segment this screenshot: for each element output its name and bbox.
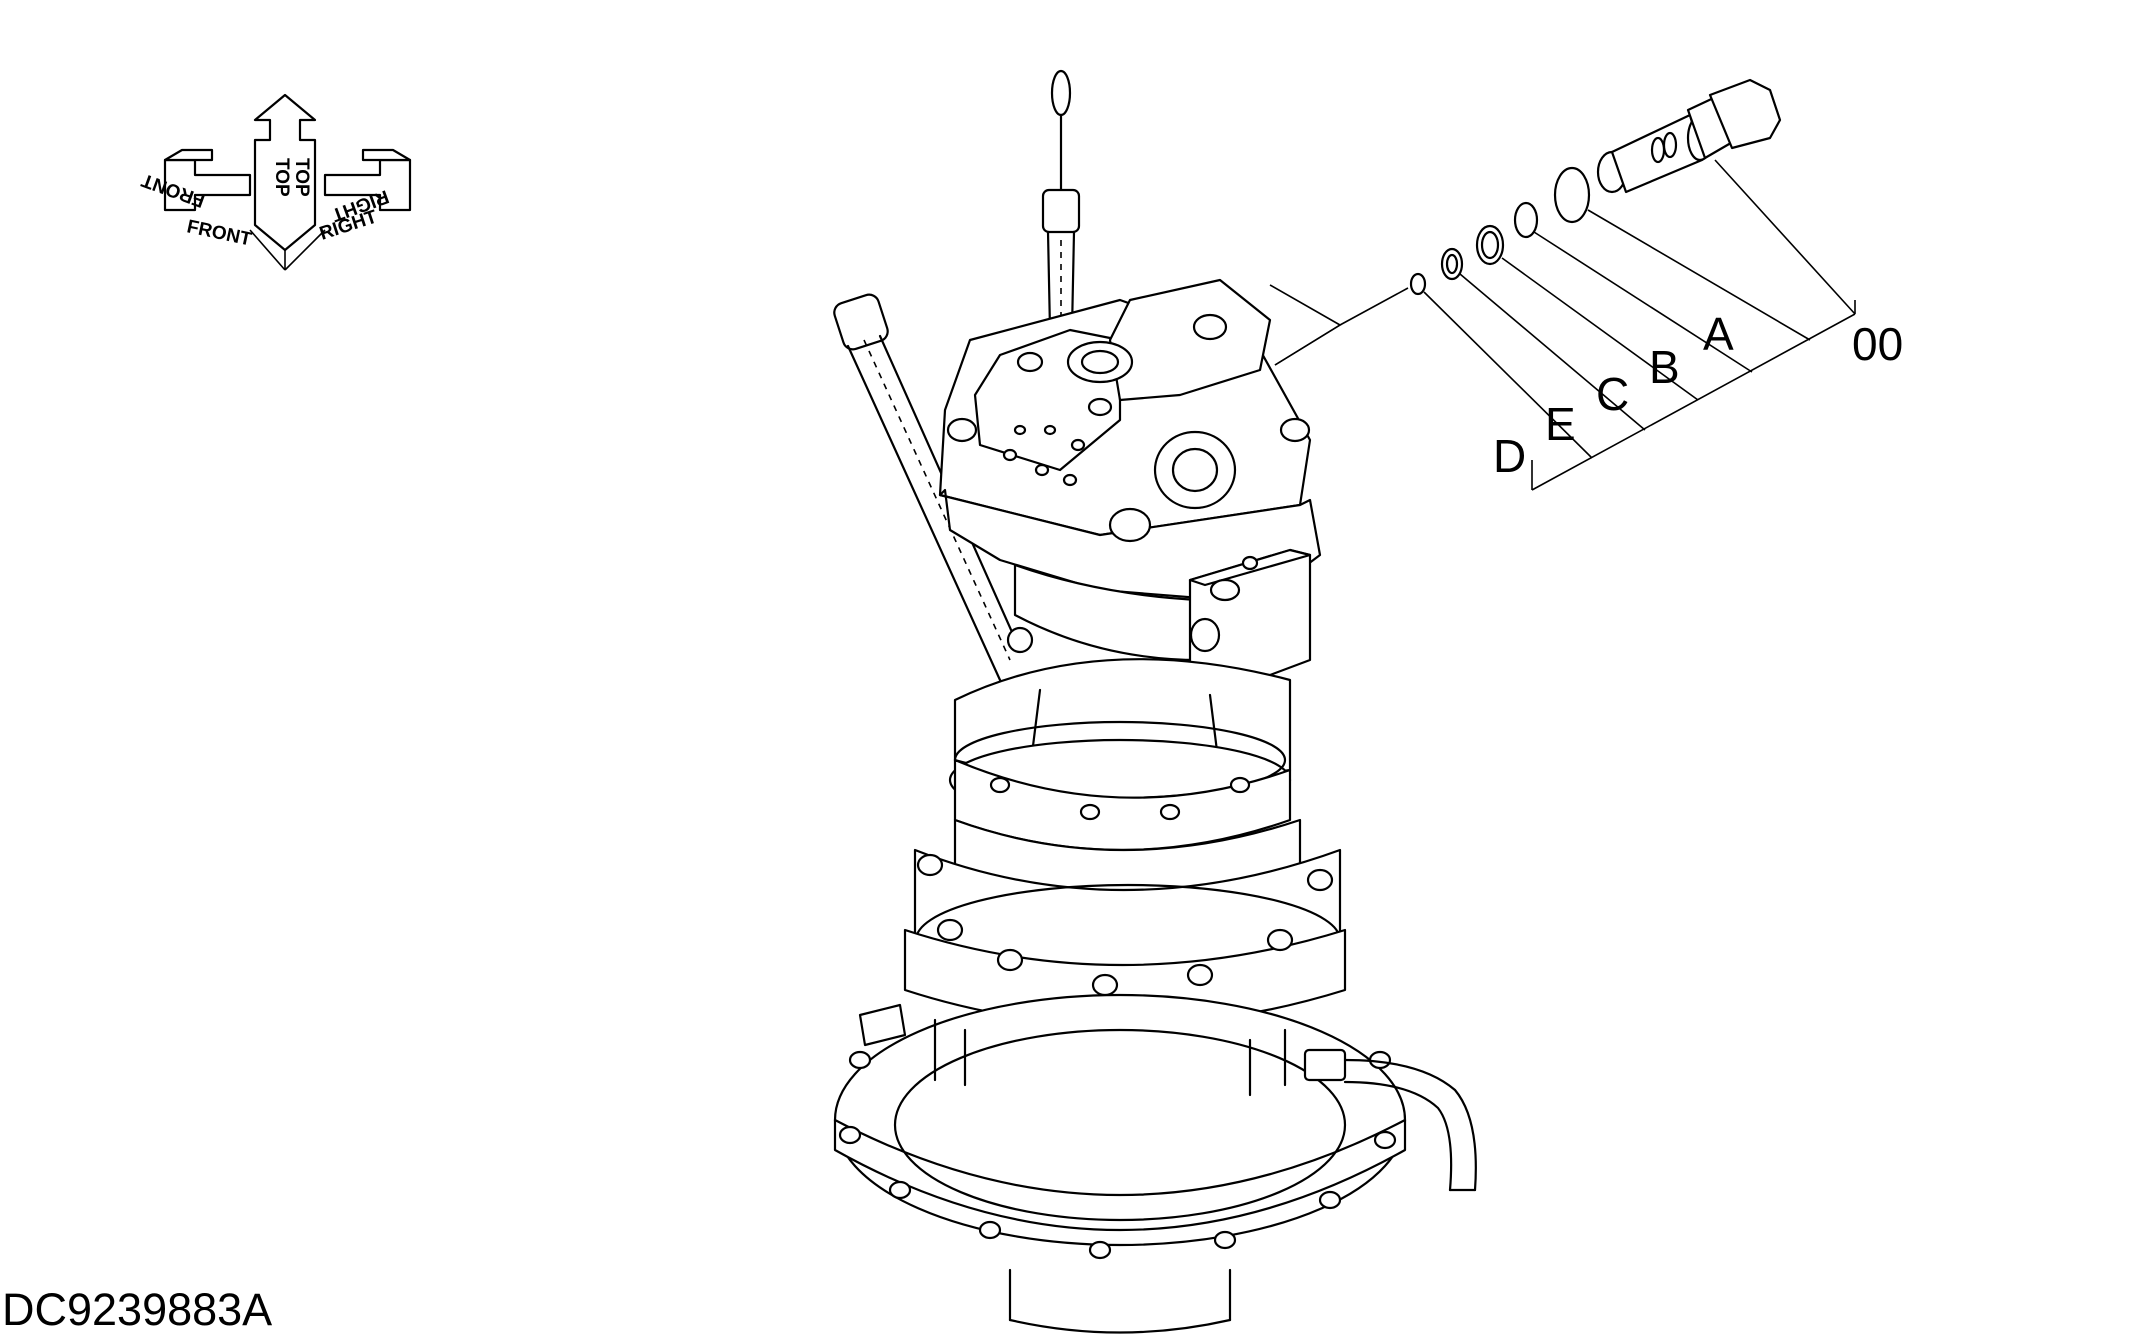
callout-assembly: 00 (1852, 318, 1903, 370)
main-body (903, 818, 1347, 1027)
relief-valve-cartridge (1596, 78, 1782, 194)
orientation-top: TOP (271, 158, 292, 197)
part-e-ring (1440, 247, 1464, 281)
part-b-oring (1513, 201, 1539, 239)
drain-hose (1303, 1048, 1477, 1192)
orientation-symbol: FRONT FRONT TOP TOP RIGHT RIGHT (139, 93, 412, 271)
callout-d: D (1493, 430, 1526, 482)
exploded-parts (1409, 78, 1782, 296)
orientation-top-second: TOP (291, 158, 312, 197)
part-d-oring (1409, 272, 1427, 296)
callout-b: B (1649, 341, 1680, 393)
callout-c: C (1596, 368, 1629, 420)
orientation-front: FRONT (185, 216, 254, 250)
callout-leaders (1269, 159, 1856, 491)
part-a-oring (1553, 166, 1591, 224)
drawing-code: DC9239883A (2, 1284, 273, 1335)
mounting-flange (833, 993, 1407, 1334)
upper-gear-case (948, 658, 1292, 852)
port-block (1188, 548, 1312, 692)
breather-pipe (833, 293, 1022, 682)
callout-a: A (1703, 308, 1734, 360)
valve-block (938, 278, 1312, 537)
dipstick (1041, 69, 1081, 340)
callout-e: E (1545, 398, 1576, 450)
